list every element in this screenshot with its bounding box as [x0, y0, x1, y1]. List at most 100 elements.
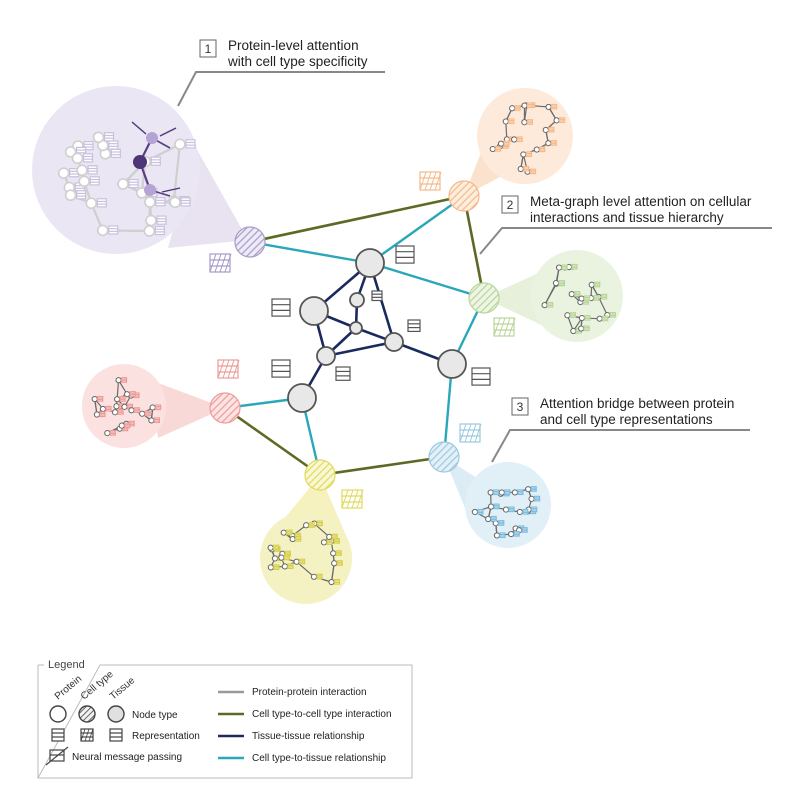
- protein-node: [117, 178, 129, 190]
- protein-node: [143, 225, 156, 237]
- tissue-representation-icon: [271, 298, 291, 317]
- protein-node: [493, 532, 501, 539]
- cell-type-representation-icon: [341, 489, 364, 509]
- protein-node: [521, 119, 528, 126]
- protein-node: [99, 405, 107, 413]
- protein-representation-icon: [155, 404, 162, 411]
- purple-cone: [168, 148, 248, 248]
- callout-3-number-box: [511, 397, 529, 416]
- protein-node: [128, 407, 135, 414]
- protein-representation-icon: [550, 103, 558, 110]
- protein-representation-icon: [583, 295, 591, 302]
- cell-type-nodes: [209, 180, 500, 491]
- protein-representation-icon: [569, 312, 576, 318]
- protein-graph: [489, 102, 566, 175]
- protein-node: [93, 411, 101, 418]
- protein-representation-icon: [180, 197, 191, 207]
- protein-node: [267, 564, 274, 571]
- protein-representation-icon: [336, 560, 343, 566]
- callout-1-line2: with cell type specificity: [227, 54, 368, 69]
- protein-node: [485, 515, 492, 523]
- legend-message-passing-label: Neural message passing: [72, 752, 182, 763]
- protein-representation-icon: [133, 407, 141, 413]
- protein-graph: [57, 131, 196, 237]
- protein-node: [552, 280, 560, 287]
- protein-node: [123, 391, 131, 398]
- protein-node: [331, 560, 338, 567]
- protein-representation-icon: [522, 508, 529, 515]
- protein-node: [498, 489, 505, 496]
- callout-1: 1 Protein-level attention with cell type…: [177, 38, 385, 107]
- protein-graph: [471, 486, 541, 539]
- protein-representation-icon: [523, 165, 530, 172]
- protein-node: [144, 196, 156, 208]
- protein-node: [487, 503, 495, 510]
- protein-node: [578, 295, 585, 302]
- protein-representation-icon: [548, 126, 555, 133]
- tissue-representation-icon: [395, 245, 415, 264]
- legend-protein-node-icon: [49, 705, 67, 723]
- protein-node: [568, 291, 575, 298]
- cell-type-representation-icon: [209, 253, 232, 273]
- protein-representation-icon: [550, 140, 557, 146]
- legend-cell-type-node-icon: [78, 705, 96, 723]
- protein-representation-icon: [273, 564, 280, 570]
- tissue-representation-icon: [371, 290, 383, 302]
- protein-representation-icon: [558, 280, 565, 286]
- legend-edge-label: Protein-protein interaction: [252, 687, 367, 698]
- protein-node: [91, 395, 98, 403]
- protein-representation-icon: [498, 520, 505, 526]
- protein-representation-icon: [499, 532, 506, 539]
- representation-icons: [209, 171, 516, 509]
- protein-representation-icon: [602, 315, 609, 322]
- legend-tissue-representation-icon: [109, 728, 123, 742]
- legend-representation-label: Representation: [132, 731, 200, 742]
- protein-node: [293, 558, 300, 565]
- callout-2-line1: Meta-graph level attention on cellular: [530, 194, 752, 209]
- protein-node: [487, 489, 494, 496]
- protein-representation-icon: [526, 119, 533, 125]
- protein-representation-icon: [583, 325, 590, 332]
- protein-representation-icon: [530, 486, 537, 492]
- legend-node-type-label: Node type: [132, 710, 178, 721]
- protein-representation-icon: [129, 391, 136, 397]
- protein-node: [139, 410, 146, 417]
- protein-node: [71, 152, 84, 165]
- protein-graph: [91, 377, 162, 437]
- tissue-node: [299, 296, 329, 326]
- protein-representation-icon: [119, 396, 126, 402]
- protein-representation-icon: [273, 544, 280, 551]
- orange-bubble: [477, 88, 573, 184]
- protein-node: [118, 422, 125, 429]
- protein-graph: [267, 520, 343, 586]
- protein-node: [328, 578, 335, 586]
- protein-node: [330, 550, 337, 557]
- protein-representation-icon: [609, 311, 616, 318]
- tissue-node: [355, 248, 385, 278]
- protein-node: [502, 118, 509, 125]
- protein-representation-icon: [76, 190, 87, 200]
- protein-node: [57, 167, 70, 179]
- legend-cell-type-representation-icon: [80, 728, 94, 742]
- callout-3-number: 3: [517, 400, 524, 414]
- red-cone: [150, 380, 225, 438]
- callout-2-line2: interactions and tissue hierarchy: [530, 210, 724, 225]
- protein-node: [78, 175, 90, 188]
- protein-node: [289, 535, 296, 543]
- protein-representation-icon: [109, 430, 116, 436]
- protein-node: [85, 197, 98, 210]
- protein-node: [508, 530, 515, 538]
- tissue-representation-icon: [471, 367, 491, 386]
- callout-2-number: 2: [507, 198, 514, 212]
- protein-node: [320, 539, 328, 546]
- tissue-node: [349, 292, 365, 308]
- protein-node: [267, 544, 274, 551]
- cell-type-representation-icon: [217, 359, 240, 379]
- cell-type-representation-icon: [419, 171, 442, 191]
- protein-representation-icon: [526, 102, 534, 109]
- legend-tissue-node-icon: [107, 705, 125, 723]
- protein-representation-icon: [97, 395, 104, 402]
- protein-node: [533, 146, 540, 153]
- protein-node: [520, 151, 527, 158]
